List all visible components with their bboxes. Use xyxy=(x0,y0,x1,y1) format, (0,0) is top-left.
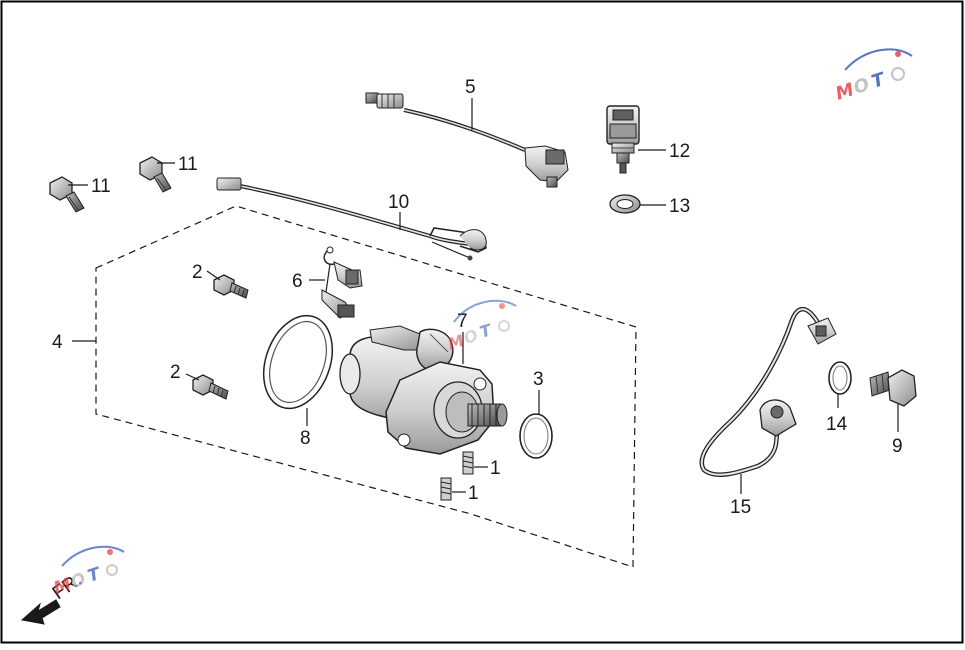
callout-1-upper: 1 xyxy=(490,458,501,479)
leader-2-upper xyxy=(206,270,221,281)
callout-4: 4 xyxy=(52,332,63,353)
part-14-wire-harness xyxy=(699,306,837,477)
part-3-o-ring xyxy=(519,413,553,459)
part-9-flange-bolt xyxy=(869,369,917,407)
arrow-icon xyxy=(20,599,61,625)
callout-15: 14 xyxy=(826,414,848,435)
part-15-washer xyxy=(828,361,852,395)
callout-11-right: 11 xyxy=(178,154,198,175)
svg-text:M: M xyxy=(833,79,857,105)
callout-2-upper: 2 xyxy=(192,262,203,283)
watermark-logo-bottom-left: M O T xyxy=(51,545,125,599)
callout-6: 6 xyxy=(292,271,303,292)
part-7-starter-motor xyxy=(339,325,508,455)
callout-13: 13 xyxy=(669,196,690,217)
callout-12: 12 xyxy=(669,141,690,162)
callout-2-lower: 2 xyxy=(170,362,181,383)
part-2-bolt-lower xyxy=(192,374,229,400)
svg-text:T: T xyxy=(869,68,889,92)
svg-text:O: O xyxy=(851,74,872,99)
callout-11-left: 11 xyxy=(91,176,111,197)
svg-text:M: M xyxy=(445,331,466,354)
svg-text:T: T xyxy=(85,564,104,587)
callout-7: 7 xyxy=(457,311,468,332)
part-5-sensor-cable xyxy=(365,92,569,188)
part-13-washer xyxy=(609,194,641,214)
svg-text:M: M xyxy=(51,574,73,598)
watermark-logo-top-right: M O T xyxy=(833,48,913,105)
watermark-logo-center: M O T xyxy=(445,299,517,354)
callout-1-lower: 1 xyxy=(468,483,479,504)
svg-text:O: O xyxy=(461,325,480,347)
part-11-bolt-left xyxy=(49,176,85,213)
callout-14: 15 xyxy=(730,497,751,518)
part-6-brush-holder xyxy=(321,246,363,319)
part-1-spring-lower xyxy=(440,477,452,501)
part-11-bolt-right xyxy=(139,156,172,193)
assembly-boundary-dashed xyxy=(95,205,637,568)
callout-10: 10 xyxy=(388,192,409,213)
part-8-o-ring xyxy=(262,314,334,410)
leader-2-lower xyxy=(185,373,200,381)
callout-9: 9 xyxy=(892,436,903,457)
part-10-starter-cable xyxy=(216,177,487,261)
callout-8: 8 xyxy=(300,428,311,449)
callout-5: 5 xyxy=(465,77,476,98)
svg-text:T: T xyxy=(477,320,494,342)
callout-3: 3 xyxy=(533,369,544,390)
part-1-spring-upper xyxy=(462,451,474,475)
part-2-bolt-upper xyxy=(213,274,249,299)
part-12-temperature-sensor xyxy=(606,105,640,174)
svg-text:O: O xyxy=(68,569,88,592)
